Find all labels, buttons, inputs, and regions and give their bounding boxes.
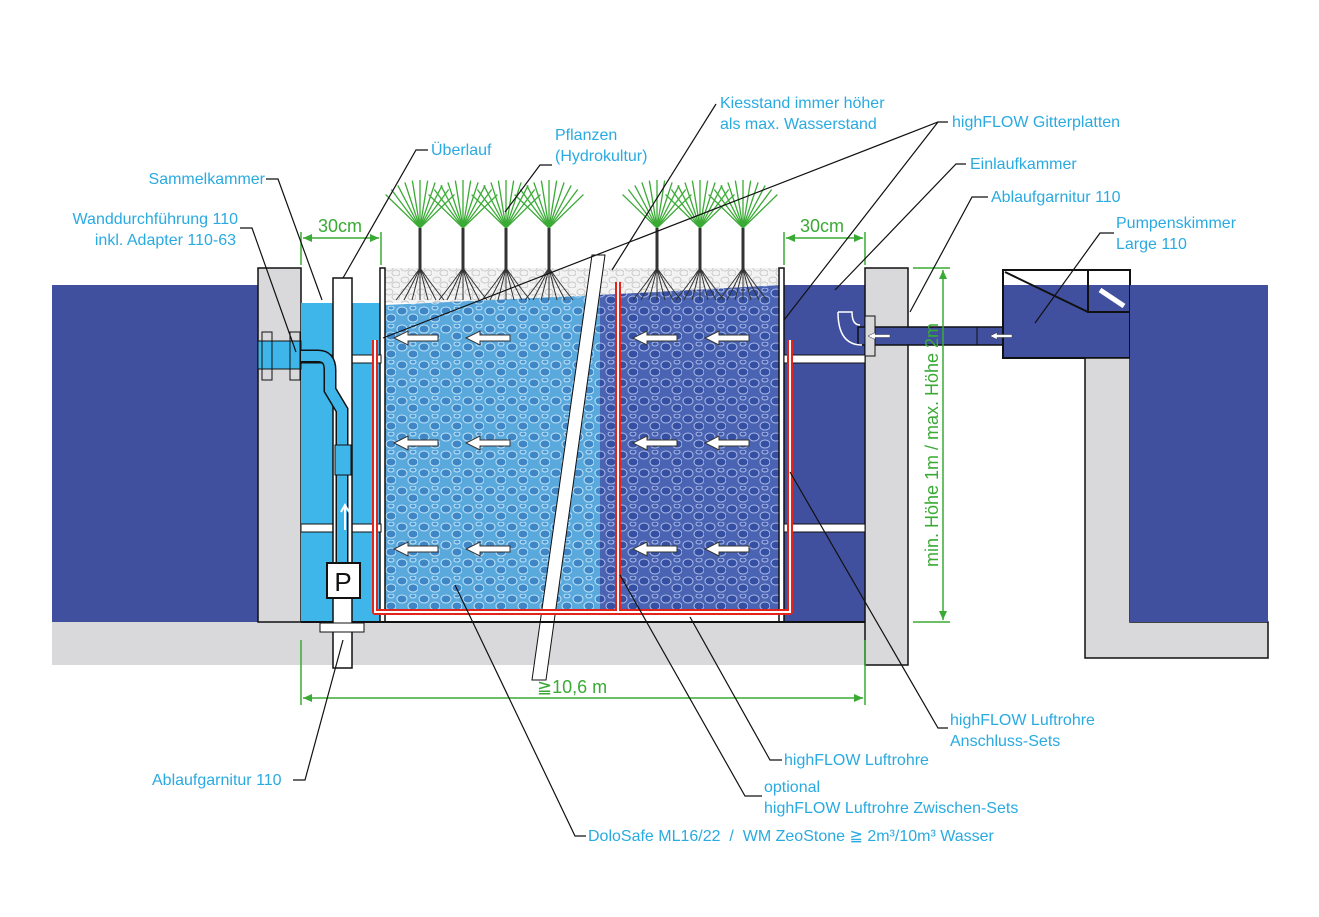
label-air-pipe: highFLOW Luftrohre: [784, 752, 929, 769]
left-chamber-width: 30cm: [318, 216, 362, 236]
label-air-pipe-connection-2: Anschluss-Sets: [950, 733, 1060, 750]
gravel-bed-front: [385, 295, 600, 615]
plant-icon: [514, 180, 584, 301]
plants: [385, 180, 778, 301]
label-plants-2: (Hydrokultur): [555, 148, 647, 165]
label-pump-skimmer-2: Large 110: [1116, 236, 1187, 253]
left-wall: [257, 267, 302, 623]
label-gravel-level-2: als max. Wasserstand: [720, 116, 877, 133]
label-pump-skimmer-1: Pumpenskimmer: [1116, 215, 1237, 232]
label-air-pipe-intermediate-1: optional: [764, 779, 820, 796]
label-collection-chamber: Sammelkammer: [149, 171, 266, 188]
label-drain-set-left: Ablaufgarnitur 110: [152, 772, 282, 789]
label-drain-set-right: Ablaufgarnitur 110: [991, 189, 1121, 206]
dimension-lines: [300, 232, 950, 705]
right-pond-water: [1130, 285, 1268, 622]
height-range: min. Höhe 1m / max. Höhe 2m: [922, 323, 942, 567]
label-overflow: Überlauf: [431, 141, 492, 159]
label-plants-1: Pflanzen: [555, 127, 617, 144]
plant-icon: [471, 180, 541, 301]
gravel-bed-rear: [600, 285, 782, 615]
label-gravel-level-1: Kiesstand immer höher: [720, 95, 885, 112]
pump[interactable]: [326, 562, 361, 599]
plant-icon: [708, 180, 778, 301]
grid-plate-right[interactable]: [778, 267, 785, 623]
inlet-chamber-water: [784, 285, 865, 622]
label-air-pipe-connection-1: highFLOW Luftrohre: [950, 712, 1095, 729]
ground: [52, 622, 908, 665]
label-grid-plates: highFLOW Gitterplatten: [952, 114, 1120, 131]
label-wall-duct-2: inkl. Adapter 110-63: [95, 232, 236, 249]
leader-lines: [240, 103, 1114, 837]
label-substrate: DoloSafe ML16/22 / WM ZeoStone ≧ 2m³/10m…: [588, 828, 995, 845]
label-inlet-chamber: Einlaufkammer: [970, 156, 1077, 173]
left-pond-water: [52, 285, 258, 622]
section-break: [531, 254, 606, 681]
wall-duct[interactable]: [257, 340, 302, 370]
grid-plate-left[interactable]: [379, 267, 386, 623]
plant-icon: [665, 180, 735, 301]
pump-label: P: [334, 567, 351, 597]
label-air-pipe-intermediate-2: highFLOW Luftrohre Zwischen-Sets: [764, 800, 1018, 817]
total-length: ≧10,6 m: [537, 677, 607, 697]
label-wall-duct-1: Wanddurchführung 110: [73, 211, 239, 228]
right-chamber-width: 30cm: [800, 216, 844, 236]
